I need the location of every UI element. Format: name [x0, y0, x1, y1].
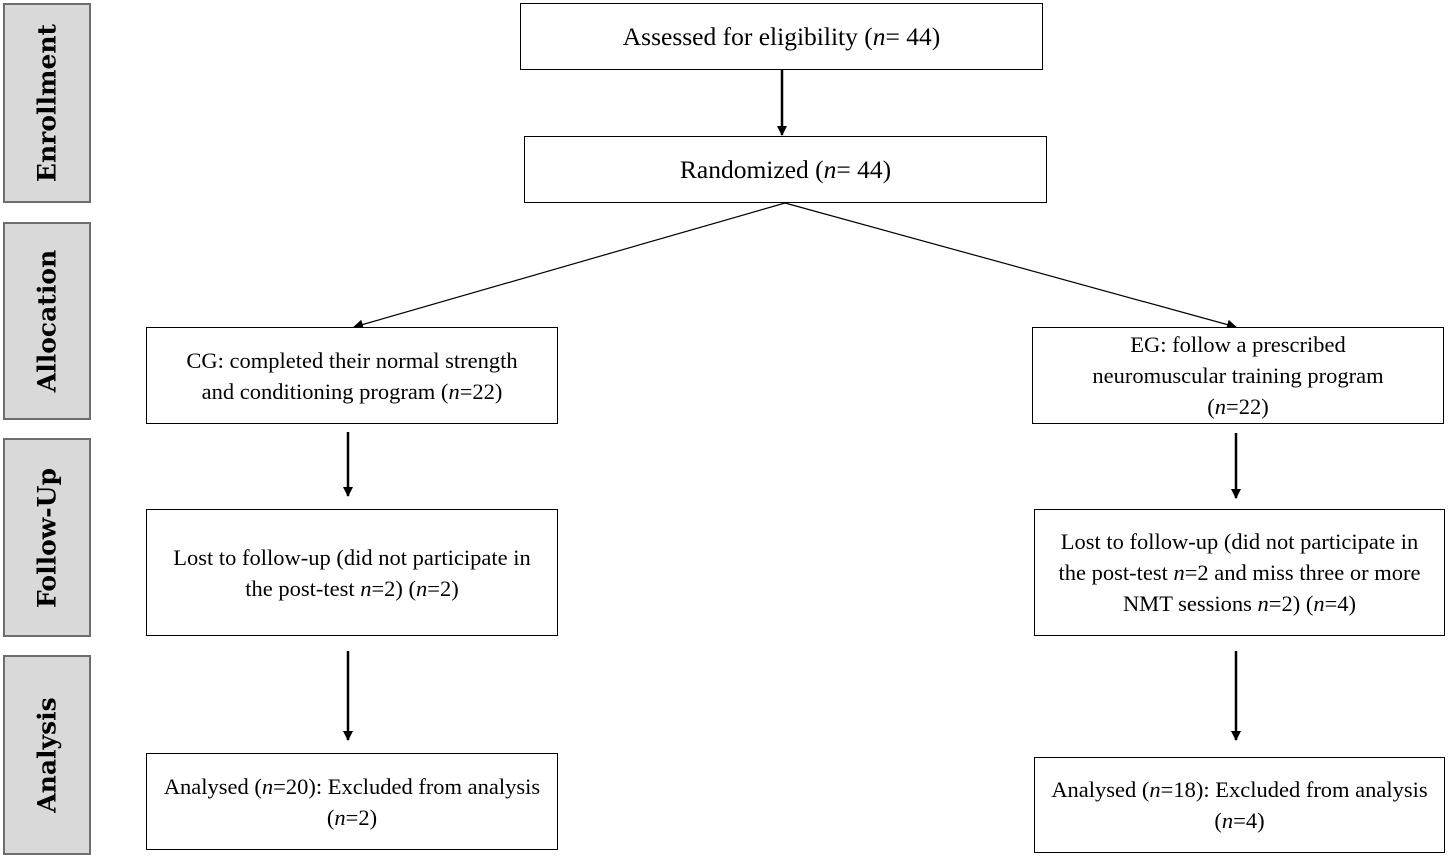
box-text: Randomized (n= 44) [679, 155, 892, 184]
arrow-randomized-to-eg [784, 202, 1237, 330]
box-text: Analysed (n=18): Excluded from analysis … [1051, 777, 1428, 833]
phase-follow-up: Follow-Up [3, 438, 91, 637]
box-text: Analysed (n=20): Excluded from analysis … [163, 773, 541, 830]
box-text: Assessed for eligibility (n= 44) [622, 22, 941, 51]
phase-analysis: Analysis [3, 655, 91, 855]
arrow-randomized-to-cg [353, 202, 786, 330]
box-eg-analysis: Analysed (n=18): Excluded from analysis … [1034, 757, 1445, 853]
box-cg-followup: Lost to follow-up (did not participate i… [146, 509, 558, 636]
box-text: CG: completed their normal strength and … [186, 347, 518, 404]
box-randomized: Randomized (n= 44) [524, 136, 1047, 203]
box-eg-allocation: EG: follow a prescribed neuromuscular tr… [1032, 327, 1444, 424]
box-eg-followup: Lost to follow-up (did not participate i… [1034, 509, 1445, 636]
phase-allocation: Allocation [3, 222, 91, 420]
box-text: Lost to follow-up (did not participate i… [1058, 529, 1421, 616]
box-cg-allocation: CG: completed their normal strength and … [146, 327, 558, 424]
phase-enrollment: Enrollment [3, 3, 91, 203]
box-assessed: Assessed for eligibility (n= 44) [520, 3, 1043, 70]
box-text: Lost to follow-up (did not participate i… [173, 544, 531, 601]
box-text: EG: follow a prescribed neuromuscular tr… [1092, 332, 1384, 419]
box-cg-analysis: Analysed (n=20): Excluded from analysis … [146, 753, 558, 850]
